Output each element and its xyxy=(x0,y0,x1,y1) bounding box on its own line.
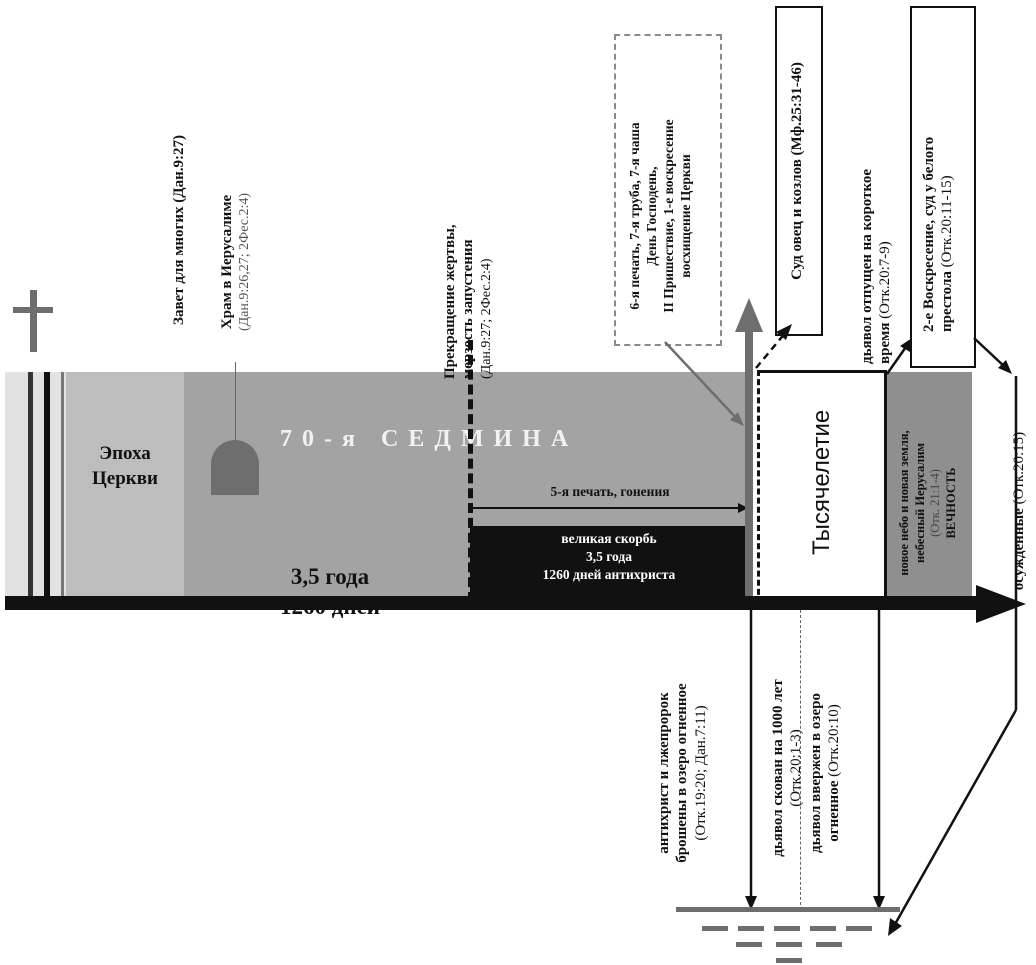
second-resurrection-line2: престола xyxy=(939,271,956,332)
abomination-line2: мерзость запустения xyxy=(460,239,477,379)
black-divider-1 xyxy=(28,372,33,600)
church-era-line1: Эпоха xyxy=(99,443,151,464)
covenant-label: Завет для многих (Дан.9:27) xyxy=(171,135,187,325)
seventh-line2: День Господень, xyxy=(643,166,659,266)
second-resurrection-label: 2-е Воскресение, суд у белого престола (… xyxy=(920,32,964,332)
millennium-right-line xyxy=(884,370,887,602)
seventh-line3: II Пришествие, 1-е воскресение xyxy=(660,119,676,313)
millennium-top-line xyxy=(760,370,886,373)
antichrist-line2: брошены в озеро огненное xyxy=(674,683,691,863)
seventh-line1: 6-я печать, 7-я труба, 7-я чаша xyxy=(627,122,642,310)
timeline-axis xyxy=(5,596,985,610)
devil-released-ref: (Отк.20:7-9) xyxy=(877,241,894,319)
devil-cast-ref: (Отк.20:10) xyxy=(826,704,843,777)
temple-icon xyxy=(211,440,259,495)
persecution-arrow xyxy=(472,503,748,513)
temple-pointer-line xyxy=(235,362,236,442)
devil-released-line1: дьявол отпущен на короткое xyxy=(859,168,875,364)
millennium-label: Тысячелетие xyxy=(808,409,835,555)
persecution-label: 5-я печать, гонения xyxy=(550,484,670,499)
great-tribulation-box: великая скорбь 3,5 года 1260 дней антихр… xyxy=(470,526,748,600)
three-and-half-years-label: 3,5 года 1260 дней xyxy=(230,562,430,622)
tribulation-line1: великая скорбь xyxy=(561,531,657,546)
abomination-label: Прекращение жертвы, мерзость запустения … xyxy=(441,129,509,379)
second-resurrection-line1: 2-е Воскресение, суд у белого xyxy=(921,136,937,332)
judgment-sheep-label: Суд овец и козлов (Мф.25:31-46) xyxy=(789,62,805,280)
from-second-resurrection-arrow xyxy=(973,337,1012,374)
millennium-bottom-dashed xyxy=(800,610,801,910)
seventh-line4: восхищение Церкви xyxy=(677,154,693,278)
devil-bound-text: дьявол скован на 1000 лет xyxy=(770,679,786,857)
cross-icon xyxy=(13,290,53,352)
devil-bound-ref: (Отк.20:1-3) xyxy=(788,729,805,807)
judgment-sheep-box xyxy=(775,6,823,336)
antichrist-arrow xyxy=(745,604,757,910)
to-second-resurrection-arrow xyxy=(885,338,912,375)
eternity-band xyxy=(886,372,972,600)
devil-released-label: дьявол отпущен на короткое время (Отк.20… xyxy=(858,84,902,364)
seventieth-week-title: 7 0 - я С Е Д М И Н А xyxy=(280,426,571,452)
antichrist-line1: антихрист и лжепророк xyxy=(656,692,672,854)
second-coming-arrowhead xyxy=(735,298,763,332)
devil-cast-label: дьявол ввержен в озеро огненное (Отк.20:… xyxy=(807,643,873,903)
tribulation-line2: 3,5 года xyxy=(586,549,632,565)
years-text: 3,5 года xyxy=(290,564,370,589)
second-resurrection-ref: (Отк.20:11-15) xyxy=(939,175,956,268)
lake-of-fire-icon xyxy=(676,904,900,964)
seventh-events-label: 6-я печать, 7-я труба, 7-я чаша День Гос… xyxy=(627,71,711,361)
second-resurrection-box xyxy=(910,6,976,368)
millennium-band xyxy=(758,372,886,600)
temple-label: Храм в Иерусалиме (Дан.9:26,27; 2Фес.2:4… xyxy=(218,142,262,382)
abomination-ref: (Дан.9:27; 2Фес.2:4) xyxy=(478,258,494,379)
temple-title: Храм в Иерусалиме xyxy=(219,194,235,330)
seventh-events-connector xyxy=(664,341,744,426)
gray-divider xyxy=(61,372,64,600)
antichrist-ref: (Отк.19:20; Дан.7:11) xyxy=(692,705,709,841)
temple-ref: (Дан.9:26,27; 2Фес.2:4) xyxy=(237,192,253,332)
church-era-band xyxy=(66,372,184,600)
judgment-dashed-arrow xyxy=(755,324,792,369)
abomination-dashed-line xyxy=(468,340,473,602)
condemned-arrow xyxy=(888,376,1018,936)
second-coming-vertical-bar xyxy=(745,328,753,606)
abomination-line1: Прекращение жертвы, xyxy=(442,224,458,379)
tribulation-line3: 1260 дней антихриста xyxy=(542,567,676,583)
devil-cast-arrow xyxy=(873,604,885,910)
timeline-arrowhead xyxy=(976,585,1026,623)
devil-cast-line2: огненное xyxy=(826,780,843,842)
black-divider-2 xyxy=(44,372,50,600)
church-era-line2: Церкви xyxy=(92,467,158,489)
antichrist-label: антихрист и лжепророк брошены в озеро ог… xyxy=(655,643,721,903)
devil-cast-line1: дьявол ввержен в озеро xyxy=(808,693,824,853)
church-era-label: Эпоха Церкви xyxy=(66,442,184,491)
millennium-dashed-edge xyxy=(757,370,760,604)
